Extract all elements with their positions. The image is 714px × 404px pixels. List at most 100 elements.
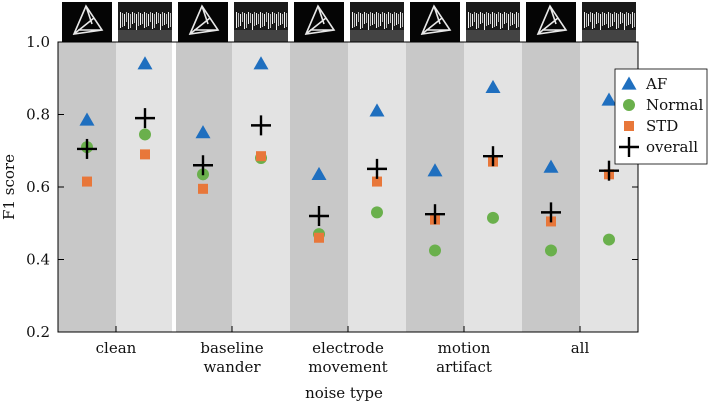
spectrogram-stripe — [240, 14, 241, 26]
spectrogram-stripe — [384, 13, 385, 29]
spectrogram-stripe — [252, 14, 253, 30]
spectrogram-stripe — [372, 13, 373, 25]
spectrogram-stripe — [508, 14, 509, 30]
point-std — [82, 176, 92, 187]
point-overall — [425, 204, 445, 225]
spectrogram-stripe — [136, 14, 137, 30]
spectrogram-stripe — [256, 13, 257, 25]
point-af — [311, 166, 327, 180]
spectrogram-stripe — [474, 12, 475, 22]
spectrogram-stripe — [278, 12, 279, 26]
spectrogram-stripe — [616, 13, 617, 29]
spectrogram-stripe — [168, 12, 169, 28]
band-3-0 — [406, 42, 464, 332]
x-tick-label: motion — [438, 339, 491, 357]
scalogram-thumbnail-shape — [420, 4, 452, 35]
spectrogram-stripe — [244, 13, 245, 29]
spectrogram-stripe — [398, 14, 399, 24]
spectrogram-stripe — [488, 13, 489, 25]
spectrogram-stripe — [594, 14, 595, 28]
point-overall — [251, 115, 271, 136]
spectrogram-stripe — [152, 13, 153, 29]
spectrogram-stripe — [140, 13, 141, 25]
point-normal — [429, 244, 441, 257]
spectrogram-stripe — [124, 14, 125, 26]
spectrogram-stripe — [156, 12, 157, 24]
point-af — [137, 56, 153, 70]
spectrogram-stripe — [618, 14, 619, 28]
spectrogram-stripe — [268, 13, 269, 29]
spectrogram-stripe — [502, 14, 503, 28]
spectrogram-thumbnail — [466, 2, 520, 42]
scalogram-thumbnail — [62, 2, 112, 42]
point-af — [427, 163, 443, 177]
legend-label-overall: overall — [646, 138, 698, 156]
x-axis-label: noise type — [305, 384, 383, 402]
spectrogram-stripe — [386, 14, 387, 28]
spectrogram-stripe — [624, 14, 625, 30]
spectrogram-stripe — [610, 13, 611, 27]
scalogram-thumbnail-shape — [72, 4, 104, 35]
spectrogram-stripe — [158, 13, 159, 23]
spectrogram-thumbnail — [350, 2, 404, 42]
x-tick-label: wander — [203, 358, 261, 376]
spectrogram-stripe — [146, 13, 147, 27]
spectrogram-stripe — [284, 12, 285, 28]
spectrogram-stripe — [514, 14, 515, 24]
spectrogram-stripe — [588, 14, 589, 26]
data-points — [77, 56, 619, 257]
point-normal — [487, 211, 499, 224]
y-axis-label: F1 score — [0, 154, 18, 220]
spectrogram-stripe — [128, 13, 129, 29]
spectrogram-stripe — [472, 14, 473, 26]
point-overall — [541, 202, 561, 223]
spectrogram-stripe — [170, 13, 171, 27]
spectrogram-stripe — [354, 13, 355, 27]
spectrogram-stripe — [492, 12, 493, 28]
spectrogram-stripe — [166, 14, 167, 24]
spectrogram-stripe — [628, 13, 629, 25]
band-0-0 — [58, 42, 116, 332]
x-tick-label: movement — [308, 358, 387, 376]
band-2-1 — [348, 42, 406, 332]
spectrogram-stripe — [370, 12, 371, 26]
y-tick-label: 0.6 — [26, 178, 50, 196]
spectrogram-stripe — [254, 12, 255, 26]
spectrogram-stripe — [394, 12, 395, 26]
spectrogram-stripe — [286, 13, 287, 27]
spectrogram-stripe — [510, 12, 511, 26]
spectrogram-stripe — [608, 12, 609, 28]
spectrogram-stripe — [620, 12, 621, 24]
x-tick-label: electrode — [312, 339, 384, 357]
spectrogram-stripe — [396, 13, 397, 25]
x-tick-label: artifact — [436, 358, 492, 376]
scalogram-thumbnail-shape — [536, 4, 568, 35]
spectrogram-stripe — [352, 12, 353, 28]
spectrogram-stripe — [266, 12, 267, 22]
spectrogram-stripe — [378, 13, 379, 27]
point-overall — [77, 138, 97, 159]
point-af — [253, 56, 269, 70]
spectrogram-stripe — [480, 12, 481, 24]
spectrogram-stripe — [476, 13, 477, 29]
band-1-1 — [232, 42, 290, 332]
spectrogram-stripe — [602, 12, 603, 26]
spectrogram-stripe — [496, 14, 497, 26]
spectrogram-stripe — [242, 12, 243, 22]
spectrogram-stripe — [598, 13, 599, 23]
spectrogram-stripe — [264, 14, 265, 26]
spectrogram-stripe — [518, 13, 519, 27]
spectrogram-stripe — [596, 12, 597, 24]
spectrogram-stripe — [484, 14, 485, 30]
spectrogram-stripe — [490, 14, 491, 24]
point-overall — [135, 108, 155, 129]
point-normal — [603, 233, 615, 246]
point-af — [601, 92, 617, 106]
spectrogram-stripe — [248, 12, 249, 24]
point-af — [195, 125, 211, 139]
spectrogram-stripe — [366, 13, 367, 23]
spectrogram-stripe — [250, 13, 251, 23]
band-4-0 — [522, 42, 580, 332]
spectrogram-stripe — [632, 12, 633, 28]
legend-marker-std — [624, 121, 634, 131]
